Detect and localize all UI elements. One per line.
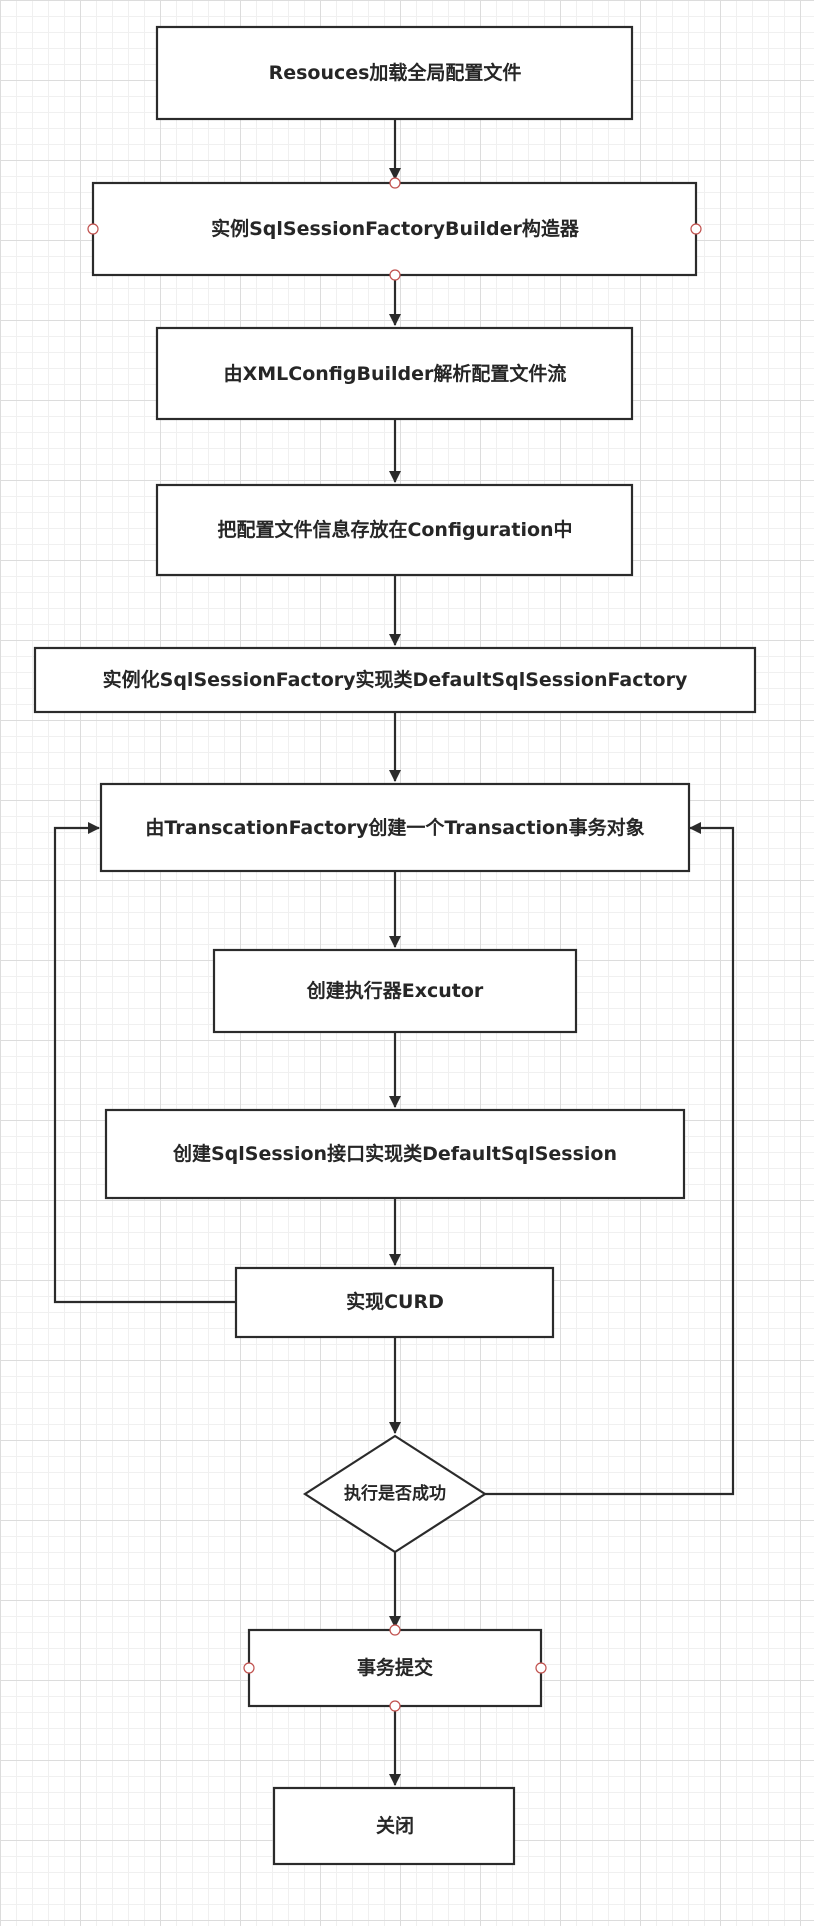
node-close[interactable]: 关闭 (272, 1786, 516, 1866)
node-box (155, 483, 634, 577)
node-sqlsessionfactorybuilder[interactable]: 实例SqlSessionFactoryBuilder构造器 (91, 181, 698, 277)
node-curd[interactable]: 实现CURD (234, 1266, 555, 1339)
port-n11-left[interactable] (243, 1662, 255, 1674)
connection-ports (87, 177, 702, 1712)
node-commit[interactable]: 事务提交 (247, 1628, 543, 1708)
node-sqlsessionfactory-impl[interactable]: 实例化SqlSessionFactory实现类DefaultSqlSession… (33, 646, 757, 714)
node-box (155, 25, 634, 121)
edge-loop-n10-n6 (485, 822, 735, 1496)
node-box (272, 1786, 516, 1866)
node-label: 实现CURD (346, 1290, 444, 1313)
node-label: 把配置文件信息存放在Configuration中 (217, 518, 572, 541)
port-n11-bottom[interactable] (389, 1700, 401, 1712)
port-n11-top[interactable] (389, 1624, 401, 1636)
edge-loop-n9-n6 (53, 822, 236, 1304)
edges (53, 120, 735, 1786)
node-box (234, 1266, 555, 1339)
port-n2-left[interactable] (87, 223, 99, 235)
port-n2-top[interactable] (389, 177, 401, 189)
node-label: 创建SqlSession接口实现类DefaultSqlSession (172, 1142, 617, 1165)
node-box (247, 1628, 543, 1708)
node-decision-success[interactable]: 执行是否成功 (302, 1434, 488, 1554)
port-n2-right[interactable] (690, 223, 702, 235)
node-sqlsession-impl[interactable]: 创建SqlSession接口实现类DefaultSqlSession (104, 1108, 686, 1200)
node-label: 创建执行器Excutor (306, 979, 484, 1002)
node-box (91, 181, 698, 277)
node-box (33, 646, 757, 714)
node-label: 执行是否成功 (344, 1483, 446, 1504)
node-label: 实例化SqlSessionFactory实现类DefaultSqlSession… (103, 668, 688, 691)
port-n11-right[interactable] (535, 1662, 547, 1674)
node-label: Resouces加载全局配置文件 (269, 61, 522, 84)
node-label: 事务提交 (357, 1656, 433, 1679)
node-resources-load[interactable]: Resouces加载全局配置文件 (155, 25, 634, 121)
node-label: 实例SqlSessionFactoryBuilder构造器 (211, 217, 580, 240)
node-label: 由XMLConfigBuilder解析配置文件流 (224, 362, 567, 385)
node-box (99, 782, 691, 873)
node-box (155, 326, 634, 421)
decision-diamond (302, 1434, 488, 1554)
port-n2-bottom[interactable] (389, 269, 401, 281)
node-configuration[interactable]: 把配置文件信息存放在Configuration中 (155, 483, 634, 577)
node-executor[interactable]: 创建执行器Excutor (212, 948, 578, 1034)
node-box (104, 1108, 686, 1200)
node-box (212, 948, 578, 1034)
node-transaction[interactable]: 由TranscationFactory创建一个Transaction事务对象 (99, 782, 691, 873)
node-xmlconfigbuilder[interactable]: 由XMLConfigBuilder解析配置文件流 (155, 326, 634, 421)
node-label: 由TranscationFactory创建一个Transaction事务对象 (145, 816, 644, 839)
node-label: 关闭 (376, 1814, 414, 1837)
